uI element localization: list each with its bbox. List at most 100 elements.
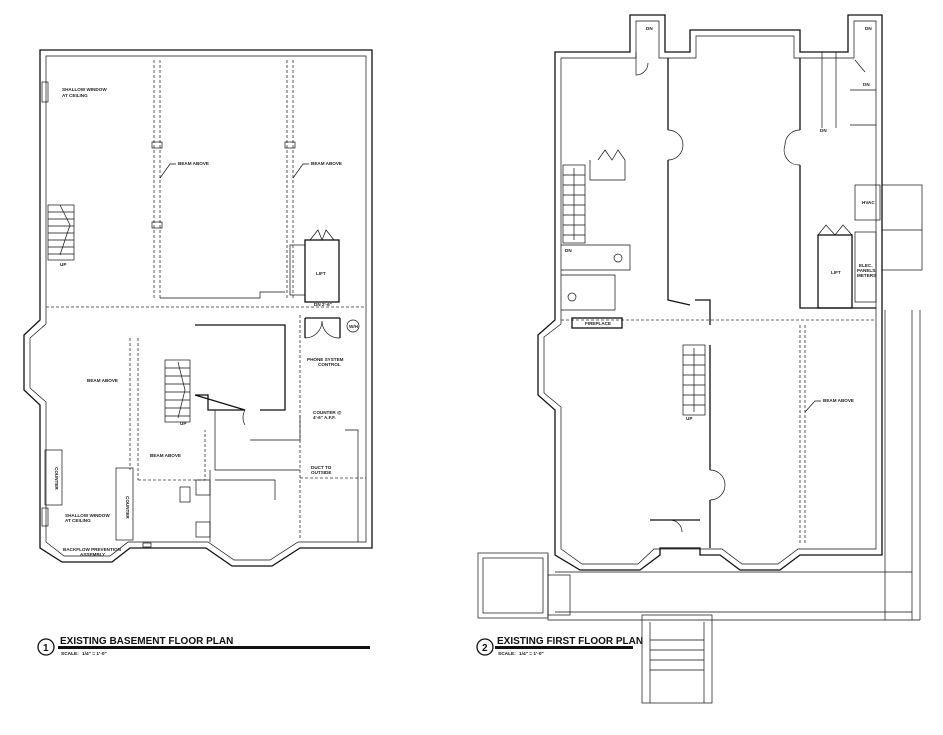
label-beam-above: BEAM ABOVE: [311, 161, 342, 166]
door-swing: [304, 320, 341, 339]
room-wall: [209, 470, 276, 542]
stair-center: [682, 344, 706, 416]
title-underline: [58, 646, 370, 649]
label-backflow: ASSEMBLY: [80, 552, 105, 557]
wall: [160, 291, 285, 299]
scale-label: SCALE:: [498, 651, 516, 657]
porch-steps: [641, 614, 713, 704]
label-counter-height: COUNTER @: [313, 410, 342, 415]
scale-value: 1/4" = 1'-0": [519, 651, 544, 657]
door: [635, 52, 649, 76]
label-dn: DN: [863, 82, 870, 87]
room-wall: [194, 324, 286, 411]
lift: [289, 229, 340, 303]
label-beam-above: BEAM ABOVE: [178, 161, 209, 166]
double-door: [669, 469, 726, 533]
label-shallow-window: AT CEILING: [65, 518, 91, 523]
basement-floor-plan: SHALLOW WINDOW AT CEILING BEAM ABOVE BEA…: [23, 49, 373, 567]
leader-line: [159, 163, 176, 179]
label-counter: COUNTER: [125, 496, 130, 519]
label-elec: METERS: [857, 273, 876, 278]
plan-number: 2: [482, 643, 488, 654]
label-phone: PHONE SYSTEM: [307, 357, 344, 362]
label-water-heater: W/H: [349, 324, 359, 329]
plan-number-circle: [476, 638, 494, 656]
basement-exterior-wall: [23, 49, 373, 567]
first-floor-interior-wall-line: [543, 20, 877, 565]
fireplace: [571, 317, 623, 329]
room-wall: [214, 410, 301, 471]
label-lift: LIFT: [831, 270, 841, 275]
label-elec: PANELS/: [857, 268, 877, 273]
hvac-unit: [854, 184, 881, 221]
column: [151, 141, 163, 149]
leader-line: [292, 163, 309, 179]
label-dn: DN: [565, 248, 572, 253]
label-backflow: BACKFLOW PREVENTION: [63, 547, 122, 552]
porch: [477, 310, 921, 621]
label-dn: DN: [646, 26, 653, 31]
interior-wall: [650, 345, 711, 548]
counter-center: [115, 467, 134, 541]
plan-number: 1: [43, 643, 49, 654]
label-duct: OUTSIDE: [311, 470, 331, 475]
plan-title: EXISTING BASEMENT FLOOR PLAN: [60, 636, 233, 647]
first-floor-plan: DN DN DN DN DN HVAC LIFT ELEC. PANELS/ M…: [477, 14, 923, 704]
scale-label: SCALE:: [61, 651, 79, 657]
label-counter: COUNTER: [54, 467, 59, 490]
label-up: UP: [686, 416, 692, 421]
label-shallow-window: SHALLOW WINDOW: [65, 513, 110, 518]
label-up: UP: [180, 421, 186, 426]
label-duct: DUCT TO: [311, 465, 332, 470]
shallow-window: [41, 507, 49, 527]
label-dn: DN: [820, 128, 827, 133]
toilet: [613, 253, 623, 263]
counter-left: [44, 449, 63, 506]
door-swing: [242, 409, 246, 426]
title-block-basement: 1 EXISTING BASEMENT FLOOR PLAN SCALE: 1/…: [37, 636, 370, 657]
label-shallow-window: SHALLOW WINDOW: [62, 87, 107, 92]
label-dn: DN: [865, 26, 872, 31]
label-elec: ELEC.: [859, 263, 873, 268]
toilet: [567, 292, 577, 302]
stair-up-upper: [47, 204, 75, 261]
double-door: [667, 129, 801, 166]
column: [284, 141, 296, 149]
first-floor-lift: [817, 224, 877, 309]
title-underline: [495, 646, 633, 649]
stair-top-right: [821, 52, 876, 128]
backflow-device: [142, 542, 152, 548]
label-up: UP: [60, 262, 66, 267]
sink: [179, 486, 191, 503]
title-block-first-floor: 2 EXISTING FIRST FLOOR PLAN SCALE: 1/4" …: [476, 636, 643, 657]
column: [151, 221, 163, 229]
label-beam-above: BEAM ABOVE: [87, 378, 118, 383]
stair-top-left: [562, 164, 586, 244]
closet: [589, 149, 626, 181]
interior-wall: [667, 58, 876, 325]
sink: [195, 521, 211, 538]
exterior-equipment: [881, 184, 923, 271]
leader-line: [804, 400, 821, 413]
label-shallow-window: AT CEILING: [62, 93, 88, 98]
label-hvac: HVAC: [862, 200, 875, 205]
label-dn-level: DN 2'-6": [314, 302, 332, 307]
label-fireplace: FIREPLACE: [585, 321, 611, 326]
scale-value: 1/4" = 1'-0": [82, 651, 107, 657]
stair-up-lower: [164, 359, 191, 423]
label-phone: CONTROL: [318, 362, 341, 367]
plan-number-circle: [37, 638, 55, 656]
label-lift: LIFT: [316, 271, 326, 276]
basement-interior-wall-line: [29, 55, 367, 561]
plan-title: EXISTING FIRST FLOOR PLAN: [497, 636, 643, 647]
double-door: [304, 317, 341, 338]
sink: [195, 479, 211, 496]
counter: [345, 429, 359, 542]
label-beam-above: BEAM ABOVE: [150, 453, 181, 458]
bathroom: [561, 244, 631, 311]
label-counter-height: 4'-6" A.F.F.: [313, 415, 336, 420]
water-heater: [346, 319, 360, 333]
shallow-window: [41, 81, 49, 103]
first-floor-exterior-wall: [537, 14, 883, 571]
